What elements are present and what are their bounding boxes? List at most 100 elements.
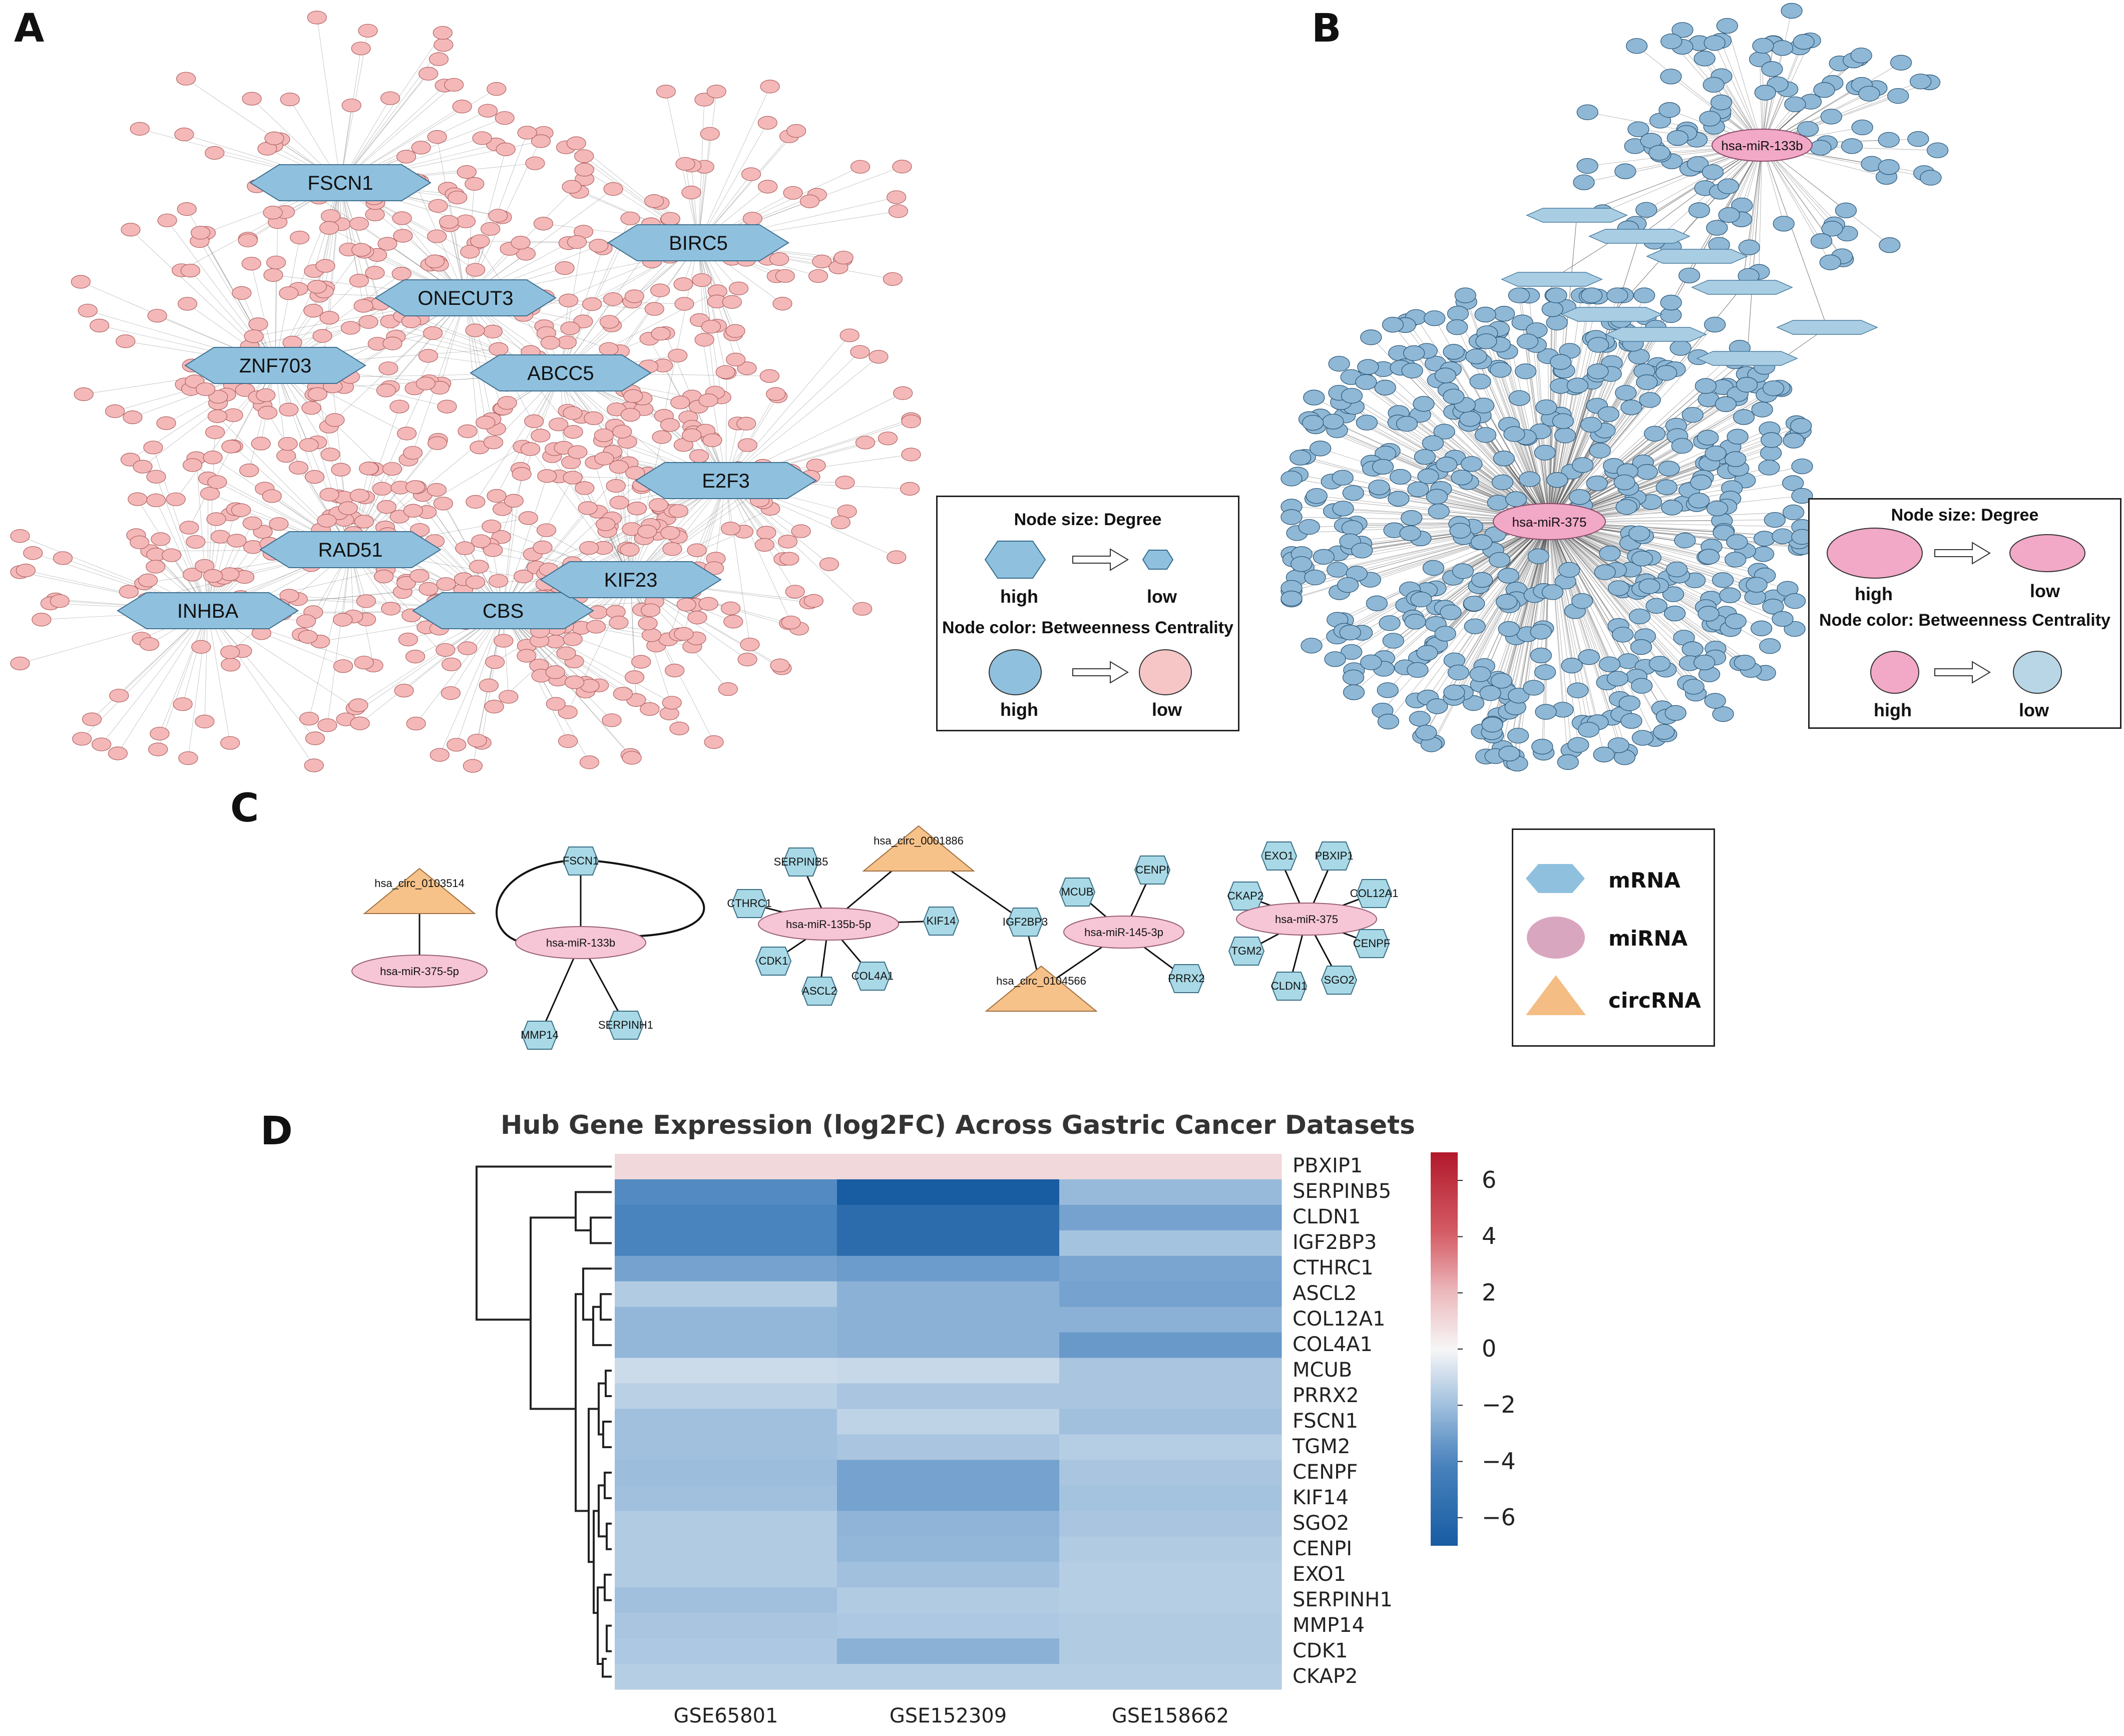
network-a-mirna-node [190, 226, 211, 240]
legend-b-low-label: low [2030, 581, 2060, 601]
network-a-mirna-node [726, 352, 746, 366]
network-b-mrna-node [1738, 239, 1760, 255]
network-c-node-label: COL4A1 [852, 970, 894, 982]
network-b-mrna-node [1627, 121, 1649, 137]
network-b-mrna-node [1782, 475, 1804, 491]
network-b-mrna-node [1519, 471, 1541, 487]
network-b-mrna-node [1858, 86, 1880, 102]
network-b-edge [1527, 521, 1550, 634]
network-b-mrna-node [1289, 450, 1312, 466]
network-b-mrna-node [1821, 221, 1843, 237]
network-b-mrna-node [1725, 451, 1747, 467]
network-a-mirna-node [455, 541, 475, 555]
network-a-mirna-node [563, 471, 583, 485]
network-a-mirna-node [665, 663, 685, 678]
network-a-mirna-node [869, 350, 889, 364]
network-a-mirna-node [779, 552, 799, 566]
heatmap-cell [1059, 1434, 1282, 1460]
network-b-edge [1423, 403, 1550, 522]
network-a-mirna-node [496, 142, 516, 156]
network-c-node-label: CENPF [1353, 937, 1391, 950]
network-b-mrna-node [1663, 605, 1686, 622]
network-a-mirna-node [648, 498, 669, 512]
network-b-edge [1759, 145, 1763, 272]
network-b-mrna-node [1712, 706, 1734, 722]
heatmap-cell [615, 1536, 837, 1562]
network-a-hub-label: FSCN1 [307, 172, 373, 194]
network-a-mirna-node [433, 497, 453, 511]
network-a-mirna-node [737, 652, 757, 667]
network-a-mirna-node [689, 449, 709, 463]
network-a-mirna-node [108, 746, 128, 760]
network-b-mrna-node [1660, 294, 1682, 311]
network-a-mirna-node [640, 702, 660, 716]
network-b-mrna-node [1493, 451, 1515, 467]
network-a-mirna-node [239, 464, 259, 478]
network-c-node-label: hsa-miR-145-3p [1084, 926, 1163, 939]
network-b-edge [1762, 145, 1828, 328]
network-a-mirna-node [350, 716, 370, 730]
network-b-mrna-node [1281, 471, 1303, 487]
network-a-mirna-node [430, 748, 450, 762]
network-a-mirna-node [182, 458, 203, 472]
network-a-mirna-node [531, 428, 551, 443]
network-c-node-label: hsa-miR-375 [1275, 913, 1338, 926]
network-b-mrna-node [1726, 534, 1748, 550]
network-b-edge [1519, 295, 1550, 522]
network-a-mirna-node [424, 254, 445, 268]
network-b-mrna-node [1409, 711, 1431, 727]
network-a-mirna-node [427, 229, 447, 243]
network-c-node-label: SERPINH1 [598, 1019, 653, 1031]
network-b-mrna-node [1725, 552, 1747, 568]
heatmap-cell [837, 1613, 1060, 1639]
network-a-mirna-node [660, 418, 680, 432]
heatmap-row-label: ASCL2 [1293, 1282, 1357, 1306]
network-b-mrna-node [1413, 396, 1435, 412]
network-a-mirna-node [579, 541, 599, 555]
heatmap-dendrogram [476, 1165, 612, 1678]
network-a-mirna-node [50, 594, 70, 608]
network-b-mrna-node [1628, 526, 1650, 542]
network-a-mirna-node [803, 594, 823, 608]
network-b-mrna-node [1535, 704, 1557, 720]
network-b-mrna-node [1546, 472, 1568, 488]
network-b-edge [1742, 145, 1763, 288]
network-a-mirna-node [358, 315, 378, 329]
legend-a-low2-label: low [1152, 699, 1182, 720]
legend-b-circle-pink-icon [1870, 651, 1919, 694]
network-b-mrna-node [1302, 414, 1324, 431]
network-a-mirna-node [484, 699, 504, 714]
legend-a-high-label: high [1000, 586, 1038, 607]
heatmap-cell [837, 1511, 1060, 1537]
network-a-mirna-node [244, 329, 264, 343]
network-a-mirna-node [354, 655, 374, 670]
network-a-mirna-node [537, 469, 557, 483]
network-b-mrna-node [1549, 354, 1572, 370]
heatmap-row-label: FSCN1 [1293, 1410, 1358, 1433]
network-a-mirna-node [457, 165, 477, 179]
network-b-mrna-node [1304, 569, 1326, 586]
network-a-mirna-node [296, 614, 316, 628]
network-b-mrna-node [1791, 458, 1813, 475]
network-a-mirna-node [478, 104, 498, 118]
network-b-mrna-node [1401, 362, 1423, 379]
network-b-mrna-node [1407, 481, 1429, 498]
network-b-mrna-node [1784, 593, 1806, 609]
network-b-mrna-node [1599, 546, 1621, 562]
network-a-mirna-node [238, 233, 258, 247]
network-a-mirna-node [448, 190, 468, 205]
network-a-mirna-node [182, 568, 203, 582]
network-b-mrna-node [1850, 48, 1872, 64]
network-a-mirna-node [662, 542, 682, 556]
network-b-edge [1549, 521, 1623, 635]
network-a-mirna-node [248, 317, 268, 331]
network-a-mirna-node [280, 93, 300, 107]
network-a-mirna-node [427, 483, 447, 497]
colorbar-tick-label: 4 [1482, 1222, 1497, 1250]
network-b-hex-node [1588, 229, 1690, 244]
network-b-mrna-node [1341, 387, 1363, 404]
legend-b-circle-blue-icon [2013, 651, 2062, 694]
network-b-mrna-node [1706, 501, 1729, 517]
network-a-mirna-node [376, 500, 396, 514]
network-a-mirna-node [878, 431, 898, 446]
